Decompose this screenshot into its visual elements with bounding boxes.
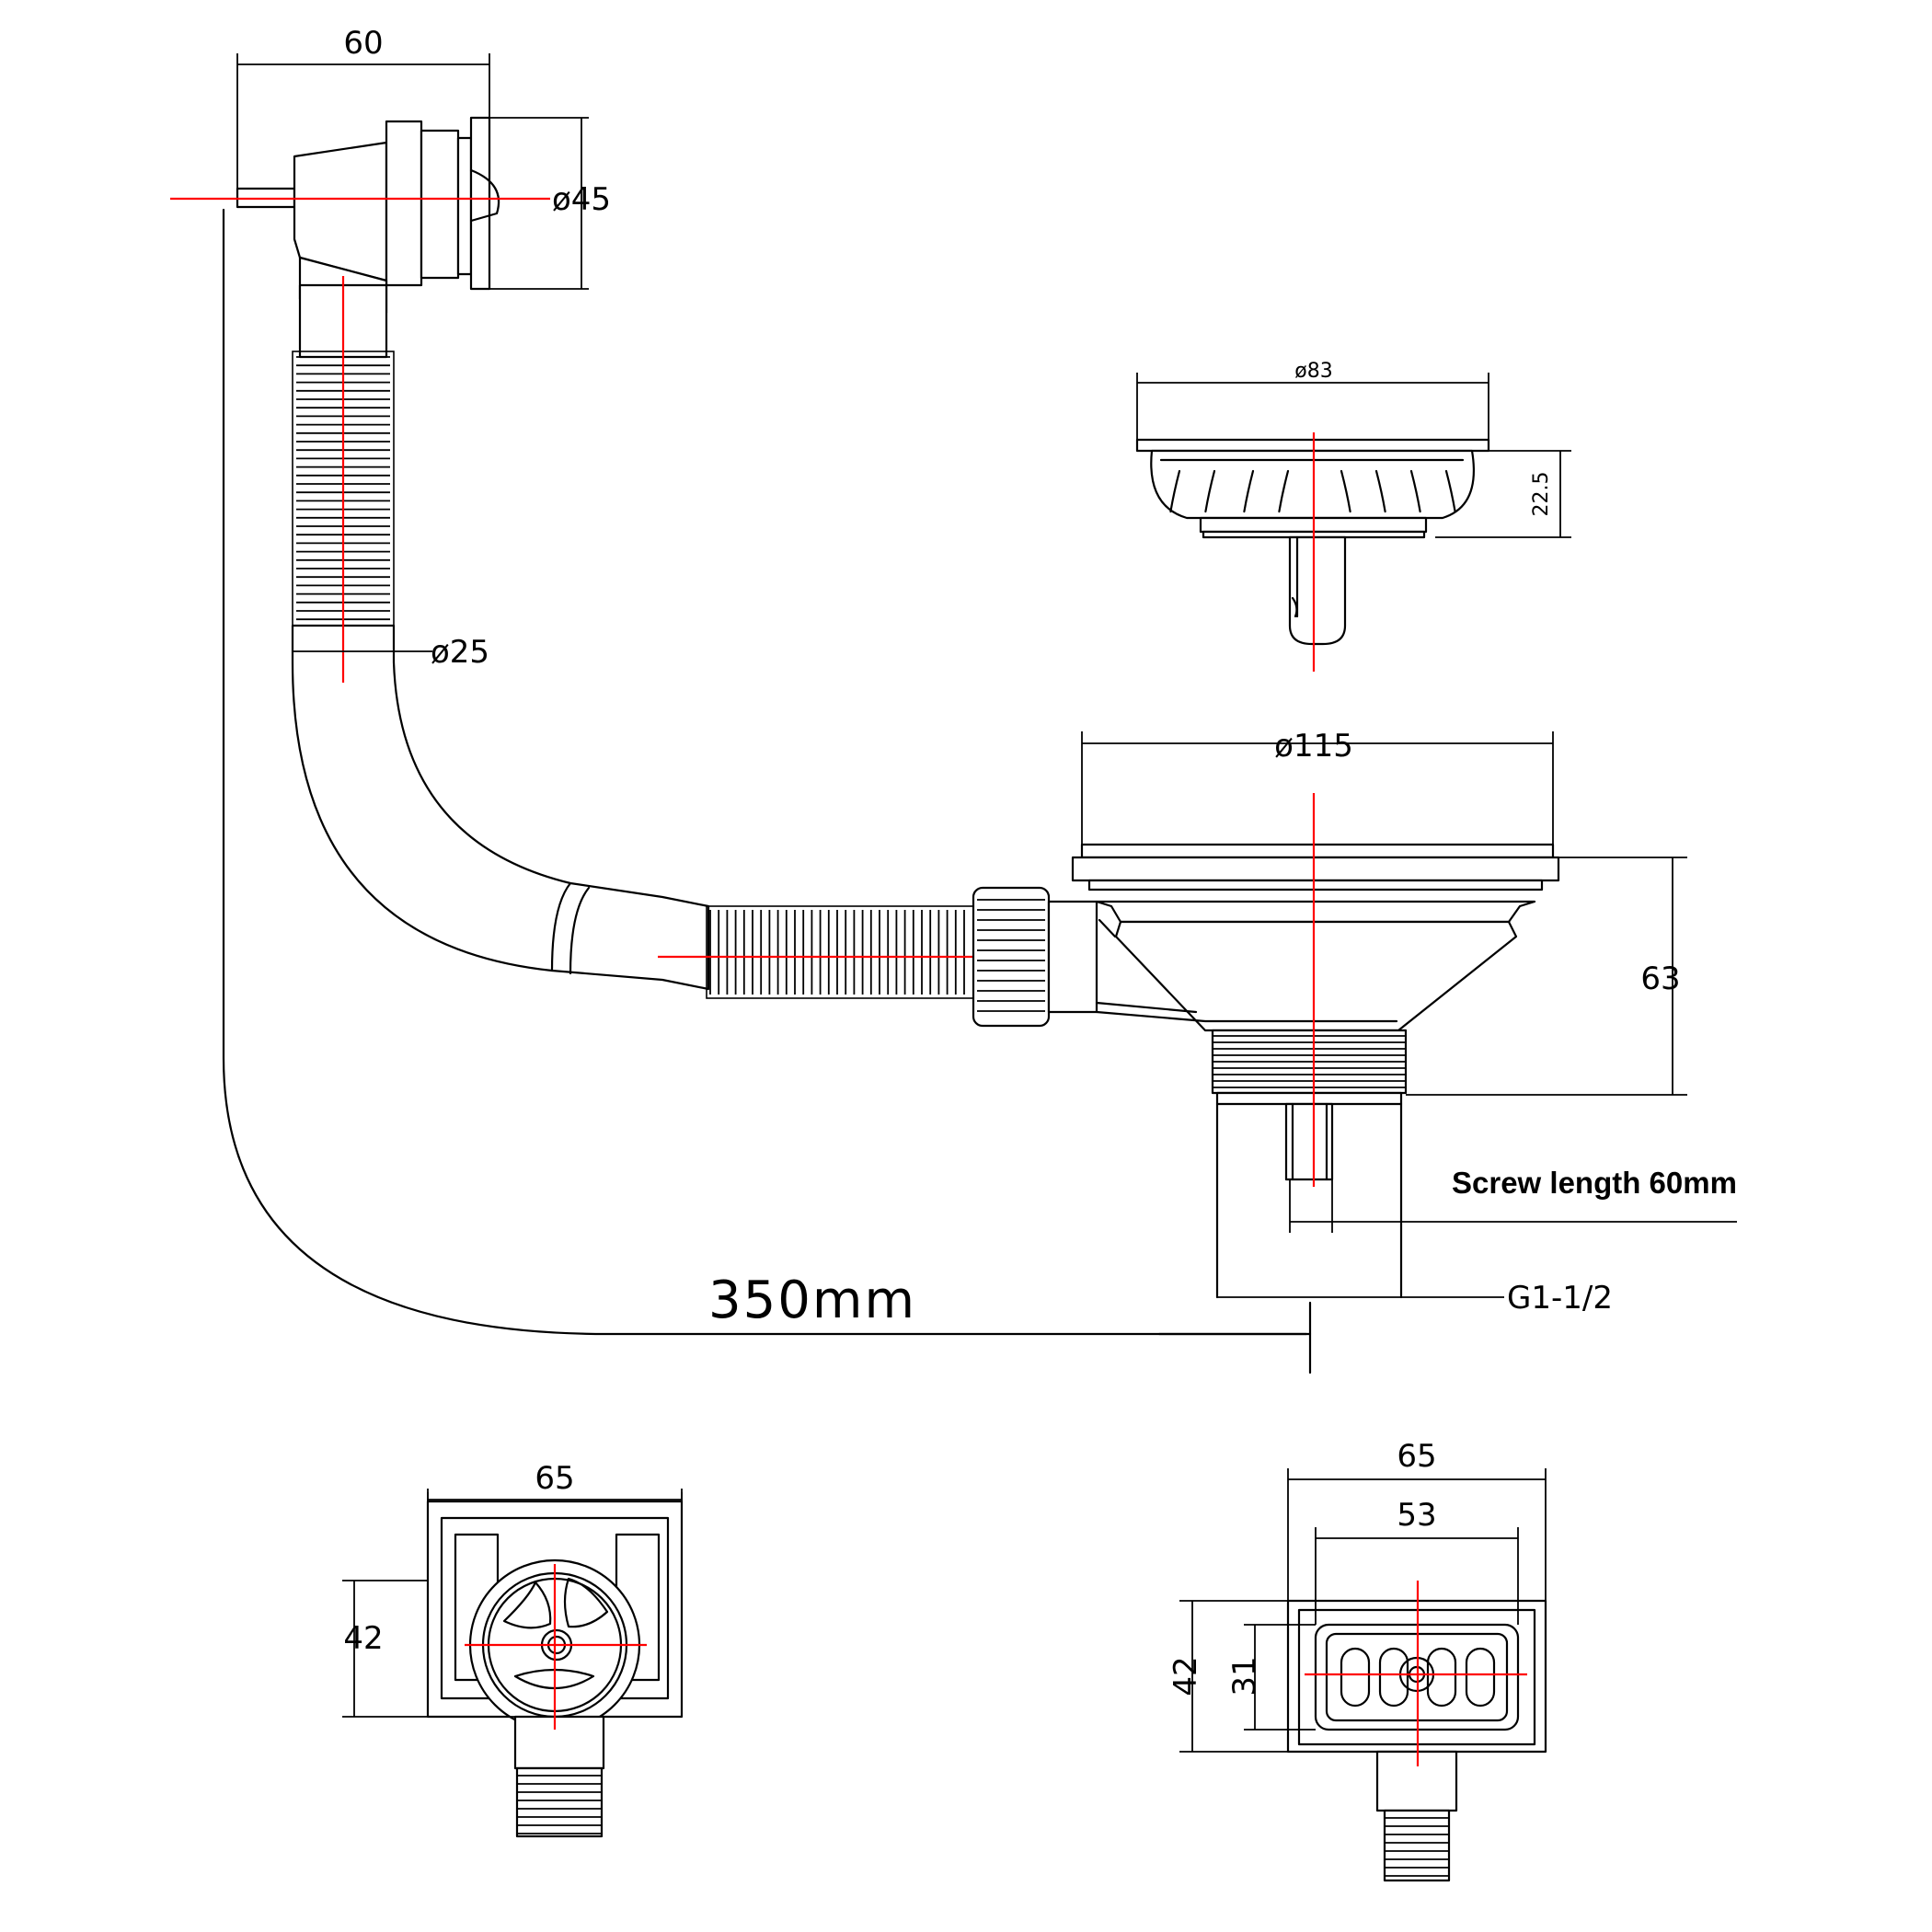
spigot-body xyxy=(1383,1809,1451,1882)
dim-outlet-plate-width: 65 xyxy=(1397,1438,1436,1475)
basket-slot xyxy=(1444,469,1456,513)
dim-thread-size: G1-1/2 xyxy=(1507,1280,1613,1317)
dim-total-length: 350mm xyxy=(708,1271,916,1330)
basket-slot xyxy=(1374,469,1386,513)
basket-slot xyxy=(1340,469,1351,513)
overflow-hose xyxy=(291,276,1063,999)
coupling-nut xyxy=(972,886,1098,1028)
basket-slots xyxy=(1169,469,1456,513)
dimension-lines xyxy=(236,53,1737,1753)
dim-overflow-diameter: ø45 xyxy=(552,181,611,218)
outlet-plate-view xyxy=(1286,1581,1547,1882)
waste-body xyxy=(1071,793,1560,1299)
dim-basket-diameter: ø83 xyxy=(1294,360,1332,383)
thread xyxy=(1213,1035,1406,1088)
dim-outlet-slot-height: 31 xyxy=(1226,1656,1263,1696)
basket-strainer xyxy=(1135,432,1490,672)
dim-basket-height: 22.5 xyxy=(1530,472,1553,517)
dim-overflow-plate-width: 65 xyxy=(535,1460,574,1497)
dim-hose-diameter: ø25 xyxy=(431,634,489,671)
basket-slot xyxy=(1204,469,1216,513)
nut-knurling xyxy=(977,899,1045,1012)
dim-outlet-plate-height: 42 xyxy=(1167,1656,1204,1696)
dim-overflow-length: 60 xyxy=(343,25,383,62)
dim-overflow-plate-height: 42 xyxy=(343,1620,383,1657)
overflow-assembly xyxy=(170,116,550,315)
outlet-spigot-right xyxy=(1383,1809,1451,1882)
basket-slot xyxy=(1409,469,1421,513)
dim-outlet-slot-width: 53 xyxy=(1397,1497,1436,1534)
basket-slot xyxy=(1243,469,1255,513)
overflow-plate-view xyxy=(426,1500,684,1838)
corrugated-hose-horizontal xyxy=(709,910,965,995)
dim-body-height: 63 xyxy=(1640,960,1680,997)
dim-flange-diameter: ø115 xyxy=(1274,728,1353,765)
outlet-spigot-left xyxy=(515,1766,604,1838)
screw-length-note: Screw length 60mm xyxy=(1452,1166,1737,1200)
basket-slot xyxy=(1169,469,1181,513)
total-length-curve xyxy=(222,208,1308,1336)
basket-slot xyxy=(1278,469,1290,513)
